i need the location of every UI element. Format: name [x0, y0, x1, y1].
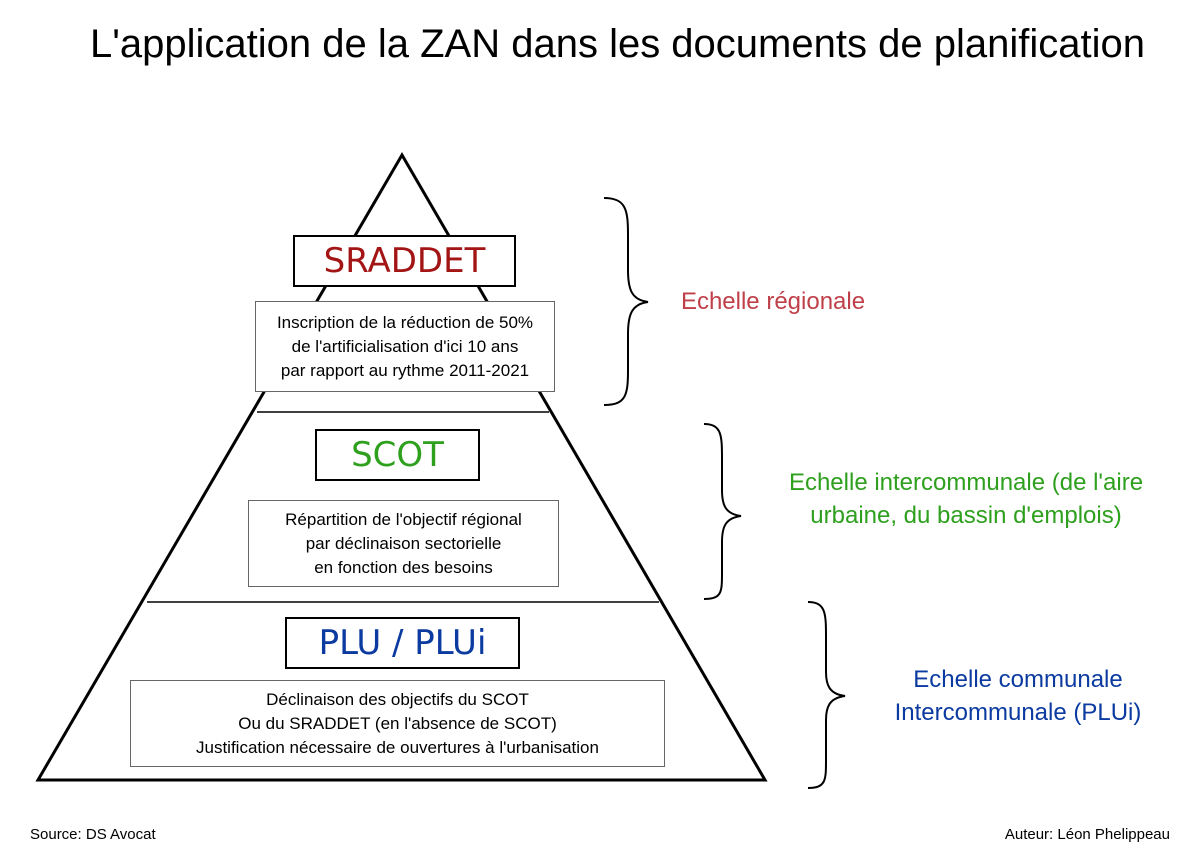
sraddet-title: SRADDET	[323, 241, 486, 281]
diagram-title: L'application de la ZAN dans les documen…	[90, 22, 1145, 66]
plu-description-line-2: Ou du SRADDET (en l'absence de SCOT)	[238, 713, 557, 733]
pyramid-outline	[35, 152, 768, 782]
plu-title-box: PLU / PLUi	[285, 617, 520, 669]
scale-label-regional-line-1: Echelle régionale	[680, 288, 866, 315]
footer-author: Auteur: Léon Phelippeau	[1004, 826, 1170, 843]
sraddet-title-box: SRADDET	[293, 235, 516, 287]
plu-description-box: Déclinaison des objectifs du SCOT Ou du …	[130, 680, 665, 767]
scot-description-line-3: en fonction des besoins	[314, 557, 493, 577]
scot-title-box: SCOT	[315, 429, 480, 481]
scot-description-line-2: par déclinaison sectorielle	[305, 533, 502, 553]
brace-intercommunal	[703, 423, 742, 600]
scale-label-intercommunal: Echelle intercommunale (de l'aire urbain…	[755, 466, 1177, 532]
brace-regional	[603, 197, 649, 406]
scale-label-communal-line-2: Intercommunale (PLUi)	[894, 699, 1142, 726]
sraddet-description-box: Inscription de la réduction de 50% de l'…	[255, 301, 555, 392]
plu-description-line-3: Justification nécessaire de ouvertures à…	[196, 737, 599, 757]
scot-description-line-1: Répartition de l'objectif régional	[285, 509, 522, 529]
scale-label-intercommunal-line-2: urbaine, du bassin d'emplois)	[810, 502, 1122, 529]
scale-label-communal: Echelle communale Intercommunale (PLUi)	[868, 663, 1168, 729]
scale-label-communal-line-1: Echelle communale	[913, 666, 1123, 693]
scale-label-regional: Echelle régionale	[664, 285, 882, 318]
scot-title: SCOT	[351, 435, 444, 475]
brace-communal	[807, 601, 846, 789]
footer-source: Source: DS Avocat	[30, 826, 156, 843]
scale-label-intercommunal-line-1: Echelle intercommunale (de l'aire	[788, 469, 1144, 496]
sraddet-description-line-3: par rapport au rythme 2011-2021	[280, 360, 530, 380]
plu-description-line-1: Déclinaison des objectifs du SCOT	[266, 689, 529, 709]
sraddet-description-line-2: de l'artificialisation d'ici 10 ans	[291, 336, 519, 356]
sraddet-description-line-1: Inscription de la réduction de 50%	[276, 312, 534, 332]
plu-title: PLU / PLUi	[318, 623, 487, 663]
scot-description-box: Répartition de l'objectif régional par d…	[248, 500, 559, 587]
